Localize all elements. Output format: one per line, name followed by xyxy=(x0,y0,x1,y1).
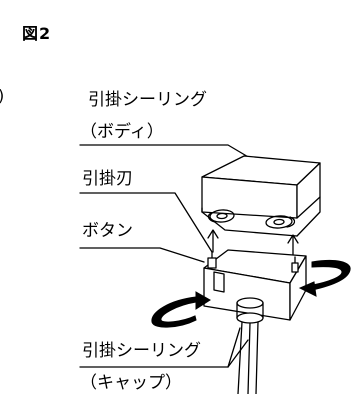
label-button: ボタン xyxy=(82,221,133,241)
rotation-arrow-right xyxy=(298,259,351,297)
leader-lines xyxy=(79,144,251,368)
label-ceiling-cap-name: 引掛シーリング xyxy=(82,341,201,361)
label-blade: 引掛刃 xyxy=(82,169,133,189)
label-ceiling-body-part: （ボディ） xyxy=(80,122,164,142)
up-arrows xyxy=(207,229,299,259)
left-edge-mark: ) xyxy=(0,88,4,104)
rotation-arrow-left xyxy=(151,291,211,328)
figure-title: 図2 xyxy=(22,24,52,43)
label-ceiling-body-name: 引掛シーリング xyxy=(88,90,207,110)
ceiling-cap xyxy=(203,249,307,394)
label-ceiling-cap-part: （キャップ） xyxy=(80,373,182,393)
ceiling-body xyxy=(201,155,321,237)
